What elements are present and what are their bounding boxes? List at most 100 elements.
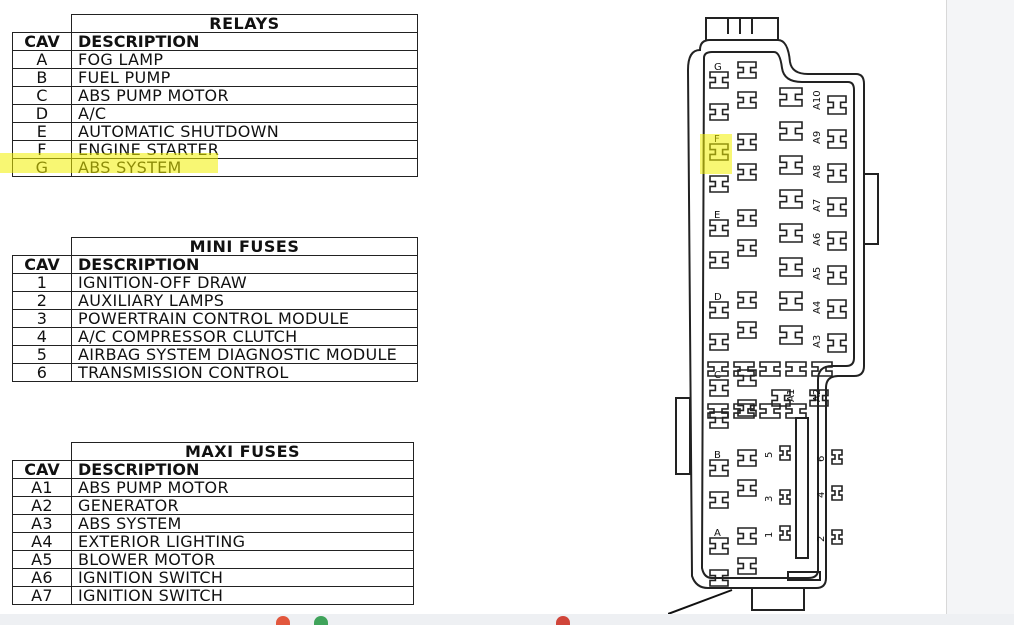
description-cell: IGNITION SWITCH — [71, 568, 414, 587]
maxi-fuse-terminal — [779, 291, 803, 311]
maxi-fuse-label: A7 — [812, 199, 823, 212]
relay-cavity-label: A — [714, 528, 721, 539]
description-cell: AUXILIARY LAMPS — [71, 291, 418, 310]
relay-terminal — [709, 491, 729, 509]
red-app-icon[interactable] — [556, 616, 570, 625]
relay-terminal — [707, 403, 729, 419]
cav-cell: A2 — [12, 496, 72, 515]
label-group: GFEDCBAA10A9A8A7A6A5A4A3A1A2564312 — [714, 62, 827, 542]
relay-terminal — [737, 321, 757, 339]
relay-terminal — [709, 333, 729, 351]
relay-terminal — [737, 291, 757, 309]
cav-cell: D — [12, 104, 72, 123]
relay-cavity-label: E — [714, 210, 720, 221]
maxi-fuse-label: A6 — [812, 233, 823, 246]
description-cell: AUTOMATIC SHUTDOWN — [71, 122, 418, 141]
right-mounting-tab — [863, 173, 879, 245]
bottom-toolbar — [0, 614, 1014, 625]
maxi-fuse-label: A4 — [812, 301, 823, 314]
description-cell: IGNITION-OFF DRAW — [71, 273, 418, 292]
relay-terminal — [737, 209, 757, 227]
cav-cell: B — [12, 68, 72, 87]
mini-fuse-label: 2 — [816, 536, 827, 542]
relay-terminal — [737, 239, 757, 257]
mini-fuse-strip — [795, 417, 809, 559]
maxi-fuses-title: MAXI FUSES — [71, 442, 414, 461]
mini-fuses-title: MINI FUSES — [71, 237, 418, 256]
cav-cell: 1 — [12, 273, 72, 292]
maxi-fuse-terminal — [771, 389, 791, 407]
relay-cavity-label: D — [714, 292, 722, 303]
mini-fuse-terminal — [831, 449, 843, 465]
maxi-fuse-terminal — [779, 189, 803, 209]
relay-terminal — [709, 175, 729, 193]
description-cell: IGNITION SWITCH — [71, 586, 414, 605]
relay-terminal — [707, 361, 729, 377]
description-cell: EXTERIOR LIGHTING — [71, 532, 414, 551]
relay-cavity-label: C — [714, 370, 721, 381]
maxi-fuse-terminal — [827, 95, 847, 115]
relay-terminal — [709, 103, 729, 121]
relay-terminal — [737, 399, 757, 417]
relay-terminal — [709, 569, 729, 587]
relay-terminal — [709, 537, 729, 555]
relays-title: RELAYS — [71, 14, 418, 33]
cav-cell: C — [12, 86, 72, 105]
maxi-fuse-terminal — [779, 223, 803, 243]
mini-fuse-label: 6 — [816, 456, 827, 462]
inner-housing-outline — [700, 51, 855, 579]
description-cell: BLOWER MOTOR — [71, 550, 414, 569]
cav-cell: F — [12, 140, 72, 159]
leader-line — [668, 589, 733, 614]
mini-fuse-label: 5 — [764, 452, 775, 458]
terminal-group — [707, 61, 847, 587]
relay-terminal — [709, 411, 729, 429]
description-cell: POWERTRAIN CONTROL MODULE — [71, 309, 418, 328]
maxi-fuse-terminal — [779, 121, 803, 141]
relay-terminal — [709, 219, 729, 237]
description-header: DESCRIPTION — [71, 32, 418, 51]
cav-cell: A3 — [12, 514, 72, 533]
maxi-fuse-terminal — [827, 299, 847, 319]
description-cell: A/C COMPRESSOR CLUTCH — [71, 327, 418, 346]
relay-terminal — [737, 91, 757, 109]
red-app-icon[interactable] — [276, 616, 290, 625]
relay-terminal — [709, 251, 729, 269]
relay-terminal — [709, 71, 729, 89]
mini-fuse-terminal — [831, 485, 843, 501]
description-cell: ABS PUMP MOTOR — [71, 86, 418, 105]
mini-fuse-terminal — [779, 489, 791, 505]
left-mounting-tab — [675, 397, 691, 475]
cav-header: CAV — [12, 255, 72, 274]
relay-cavity-label: B — [714, 450, 721, 461]
top-connector — [705, 17, 779, 40]
bottom-latch — [787, 571, 821, 581]
relay-terminal — [737, 449, 757, 467]
relay-f-highlight — [700, 134, 732, 174]
maxi-fuse-label: A8 — [812, 165, 823, 178]
relay-terminal — [811, 361, 833, 377]
description-cell: FUEL PUMP — [71, 68, 418, 87]
relay-terminal — [737, 133, 757, 151]
cav-cell: 4 — [12, 327, 72, 346]
maxi-fuse-terminal — [827, 265, 847, 285]
relay-terminal — [709, 459, 729, 477]
description-cell: FOG LAMP — [71, 50, 418, 69]
mini-fuse-terminal — [779, 525, 791, 541]
green-app-icon[interactable] — [314, 616, 328, 625]
description-cell: AIRBAG SYSTEM DIAGNOSTIC MODULE — [71, 345, 418, 364]
description-cell: GENERATOR — [71, 496, 414, 515]
page-margin — [946, 0, 1014, 625]
maxi-fuse-terminal — [827, 163, 847, 183]
maxi-fuse-terminal — [809, 389, 829, 407]
maxi-fuse-terminal — [779, 325, 803, 345]
mini-fuse-terminal — [779, 445, 791, 461]
description-cell: ENGINE STARTER — [71, 140, 418, 159]
bottom-outlet — [751, 588, 805, 611]
relay-terminal — [785, 361, 807, 377]
mini-fuse-terminal — [831, 529, 843, 545]
maxi-fuse-label: A1 — [786, 389, 797, 402]
description-cell: A/C — [71, 104, 418, 123]
